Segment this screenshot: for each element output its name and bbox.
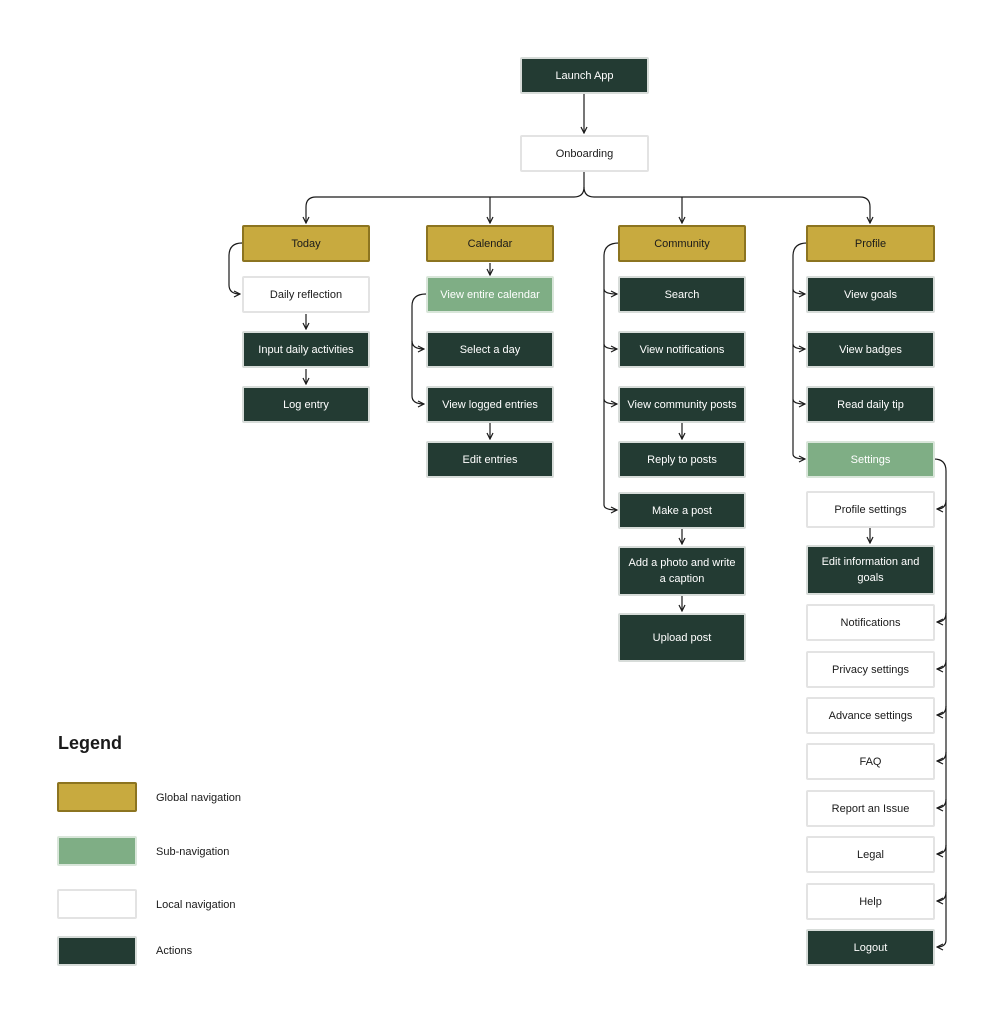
settings-node: Settings bbox=[806, 441, 935, 478]
edit-information-goals-node: Edit information and goals bbox=[806, 545, 935, 595]
notifications-node: Notifications bbox=[806, 604, 935, 641]
legend-swatch-actions bbox=[57, 936, 137, 966]
advance-settings-node: Advance settings bbox=[806, 697, 935, 734]
edit-entries-node: Edit entries bbox=[426, 441, 554, 478]
select-a-day-node: Select a day bbox=[426, 331, 554, 368]
legend-label-local: Local navigation bbox=[156, 899, 236, 911]
search-node: Search bbox=[618, 276, 746, 313]
report-an-issue-node: Report an Issue bbox=[806, 790, 935, 827]
view-badges-node: View badges bbox=[806, 331, 935, 368]
add-photo-caption-node: Add a photo and write a caption bbox=[618, 546, 746, 596]
upload-post-node: Upload post bbox=[618, 613, 746, 662]
profile-node: Profile bbox=[806, 225, 935, 262]
legend-swatch-global bbox=[57, 782, 137, 812]
legend-label-sub: Sub-navigation bbox=[156, 846, 230, 858]
help-node: Help bbox=[806, 883, 935, 920]
today-node: Today bbox=[242, 225, 370, 262]
legend-swatch-local bbox=[57, 889, 137, 919]
legend-label-global: Global navigation bbox=[156, 792, 242, 804]
legal-node: Legal bbox=[806, 836, 935, 873]
profile-settings-node: Profile settings bbox=[806, 491, 935, 528]
logout-node: Logout bbox=[806, 929, 935, 966]
view-logged-entries-node: View logged entries bbox=[426, 386, 554, 423]
make-a-post-node: Make a post bbox=[618, 492, 746, 529]
view-goals-node: View goals bbox=[806, 276, 935, 313]
view-community-posts-node: View community posts bbox=[618, 386, 746, 423]
legend-label-actions: Actions bbox=[156, 945, 193, 957]
read-daily-tip-node: Read daily tip bbox=[806, 386, 935, 423]
view-notifications-node: View notifications bbox=[618, 331, 746, 368]
legend-title: Legend bbox=[58, 733, 123, 753]
privacy-settings-node: Privacy settings bbox=[806, 651, 935, 688]
log-entry-node: Log entry bbox=[242, 386, 370, 423]
calendar-node: Calendar bbox=[426, 225, 554, 262]
input-daily-activities-node: Input daily activities bbox=[242, 331, 370, 368]
legend-swatch-sub bbox=[57, 836, 137, 866]
reply-to-posts-node: Reply to posts bbox=[618, 441, 746, 478]
onboarding-node: Onboarding bbox=[520, 135, 649, 172]
view-entire-calendar-node: View entire calendar bbox=[426, 276, 554, 313]
launch-app-node: Launch App bbox=[520, 57, 649, 94]
faq-node: FAQ bbox=[806, 743, 935, 780]
daily-reflection-node: Daily reflection bbox=[242, 276, 370, 313]
community-node: Community bbox=[618, 225, 746, 262]
